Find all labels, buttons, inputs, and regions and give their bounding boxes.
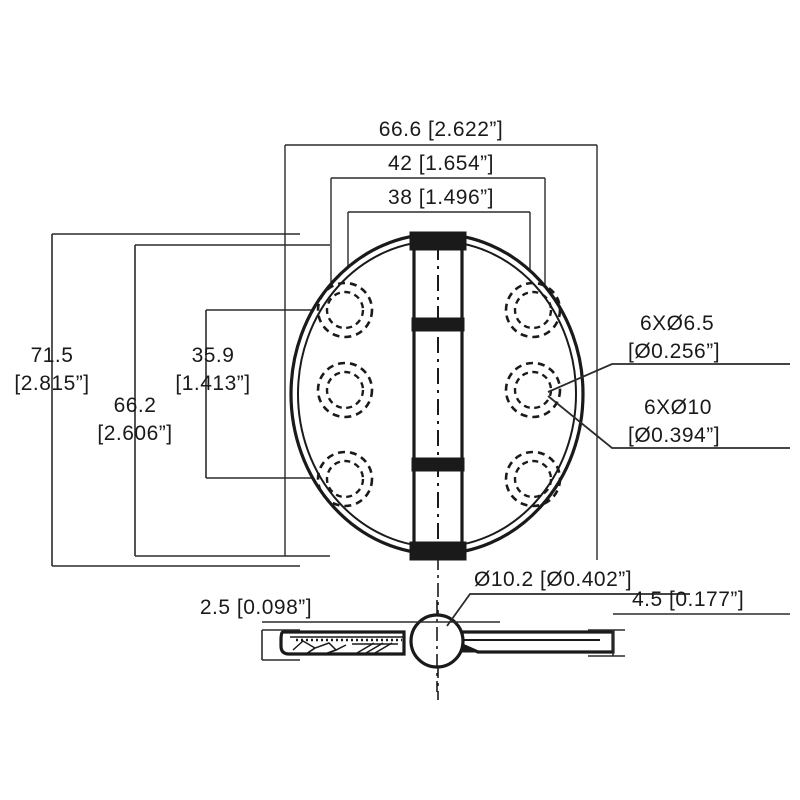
callout-label-6x65-line2: [Ø0.256”] bbox=[628, 340, 720, 363]
hole-top-left bbox=[316, 281, 374, 339]
right-leaf bbox=[460, 630, 615, 654]
dim-bracket-4-5 bbox=[588, 613, 790, 657]
dim-bracket-42 bbox=[330, 177, 546, 300]
callout-label-6x65-line1: 6XØ6.5 bbox=[640, 312, 714, 335]
dim-bracket-66-6 bbox=[284, 144, 598, 560]
screw-hole-group-right bbox=[504, 281, 562, 508]
callout-group: 6XØ6.5 [Ø0.256”] 6XØ10 [Ø0.394”] bbox=[547, 312, 790, 449]
dim-label-height-mid-imperial: [2.606”] bbox=[97, 422, 172, 445]
screw-hole-group-left bbox=[316, 281, 374, 508]
pin-diameter-leader bbox=[446, 593, 690, 627]
hinge-knuckle bbox=[409, 231, 467, 561]
dim-label-height-overall-metric: 71.5 bbox=[31, 344, 74, 367]
callout-label-6x10-line2: [Ø0.394”] bbox=[628, 424, 720, 447]
dim-bracket-2-5 bbox=[261, 621, 500, 661]
callout-leader-6x65 bbox=[547, 363, 790, 393]
dim-label-width-mid: 42 [1.654”] bbox=[388, 152, 494, 175]
dim-label-height-mid-metric: 66.2 bbox=[114, 394, 157, 417]
dim-label-pin-diameter: Ø10.2 [Ø0.402”] bbox=[474, 568, 632, 591]
hole-bot-right bbox=[504, 450, 562, 508]
hole-top-right bbox=[504, 281, 562, 339]
dim-label-width-inner: 38 [1.496”] bbox=[388, 186, 494, 209]
dim-label-height-inner-imperial: [1.413”] bbox=[175, 372, 250, 395]
hole-mid-left bbox=[316, 361, 374, 419]
dim-bracket-71-5 bbox=[51, 233, 300, 567]
left-leaf bbox=[279, 630, 406, 656]
side-section-view: Ø10.2 [Ø0.402”] 2.5 [0.098”] 4.5 [0.177”… bbox=[200, 568, 790, 692]
callout-leader-6x10 bbox=[547, 395, 790, 449]
dim-label-width-overall: 66.6 [2.622”] bbox=[379, 118, 503, 141]
callout-label-6x10-line1: 6XØ10 bbox=[644, 396, 712, 419]
dim-label-height-inner-metric: 35.9 bbox=[192, 344, 235, 367]
hole-bot-left bbox=[316, 450, 374, 508]
top-dimension-group: 66.6 [2.622”] 42 [1.654”] 38 [1.496”] bbox=[284, 118, 598, 560]
dim-label-leaf-thickness-right: 4.5 [0.177”] bbox=[632, 588, 744, 611]
front-circular-view bbox=[289, 231, 585, 700]
dim-label-height-overall-imperial: [2.815”] bbox=[14, 372, 89, 395]
dim-bracket-66-2 bbox=[134, 244, 330, 557]
dim-label-leaf-thickness-left: 2.5 [0.098”] bbox=[200, 596, 312, 619]
